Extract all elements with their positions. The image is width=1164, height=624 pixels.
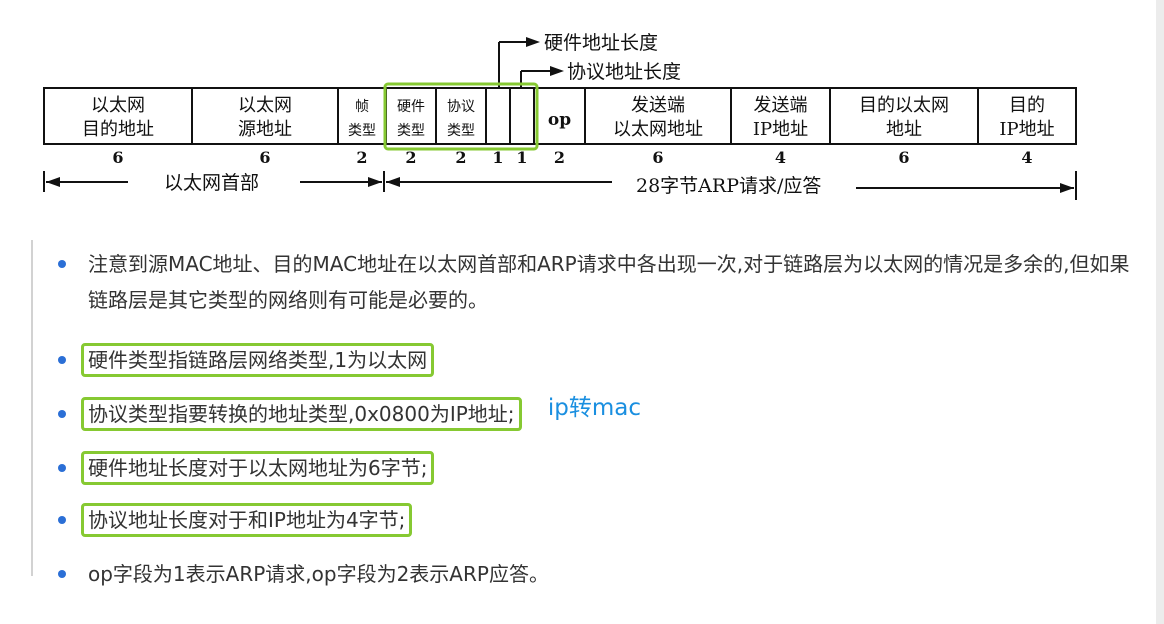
list-item: 硬件类型指链路层网络类型,1为以太网 (56, 342, 1136, 378)
field-label: 以太网 (238, 95, 292, 116)
highlight-arp-fixed-fields (383, 82, 539, 151)
field-label: 类型 (447, 123, 475, 139)
note-text-highlighted: 硬件地址长度对于以太网地址为6字节; (81, 451, 435, 485)
eth-span-arrow-left (46, 177, 60, 187)
field-size: 6 (898, 148, 909, 167)
proto-len-arrowhead (550, 66, 564, 76)
field-label: 目的地址 (82, 119, 154, 140)
field-size: 6 (112, 148, 123, 167)
bullet-dot-icon (58, 410, 66, 418)
field-label: 类型 (397, 123, 425, 139)
arp-frame-diagram: 硬件地址长度 协议地址长度 以太网目的地址以太网源地址帧类型硬件类型协议类型op… (43, 32, 1077, 200)
list-item: 注意到源MAC地址、目的MAC地址在以太网首部和ARP请求中各出现一次,对于链路… (56, 246, 1136, 318)
list-item: 协议地址长度对于和IP地址为4字节; (56, 502, 1136, 538)
note-text: 注意到源MAC地址、目的MAC地址在以太网首部和ARP请求中各出现一次,对于链路… (88, 252, 1130, 312)
list-item: 硬件地址长度对于以太网地址为6字节; (56, 450, 1136, 486)
list-item: op字段为1表示ARP请求,op字段为2表示ARP应答。 (56, 556, 1136, 592)
field-label: 发送端 (631, 95, 685, 116)
bullet-dot-icon (58, 464, 66, 472)
field-size: 2 (554, 148, 565, 167)
frame-box (43, 87, 1077, 145)
note-text: op字段为1表示ARP请求,op字段为2表示ARP应答。 (88, 562, 549, 586)
annotation-ip-to-mac: ip转mac (547, 395, 642, 421)
list-item: 协议类型指要转换的地址类型,0x0800为IP地址; ip转mac (56, 395, 1136, 432)
eth-span-arrow-right (368, 177, 382, 187)
bullet-dot-icon (58, 516, 66, 524)
eth-header-span-label: 以太网首部 (164, 172, 259, 194)
field-label: 发送端 (754, 95, 808, 116)
note-text-highlighted: 协议地址长度对于和IP地址为4字节; (81, 503, 413, 537)
field-label: 目的以太网 (859, 95, 949, 116)
field-label: 以太网地址 (613, 119, 703, 140)
proto-len-label: 协议地址长度 (567, 61, 681, 83)
field-label: 目的 (1009, 95, 1045, 116)
field-label: 硬件 (397, 99, 425, 115)
field-label: 以太网 (91, 95, 145, 116)
field-size: 4 (1021, 148, 1032, 167)
note-text-highlighted: 协议类型指要转换的地址类型,0x0800为IP地址; (81, 397, 522, 431)
field-size: 6 (259, 148, 270, 167)
arp-span-label: 28字节ARP请求/应答 (636, 175, 821, 197)
arp-span-arrow-right (1060, 183, 1074, 193)
note-text-highlighted: 硬件类型指链路层网络类型,1为以太网 (81, 343, 435, 377)
blockquote-bar (31, 240, 33, 576)
field-size: 1 (492, 148, 503, 167)
notes-list: 注意到源MAC地址、目的MAC地址在以太网首部和ARP请求中各出现一次,对于链路… (56, 240, 1136, 592)
field-size: 1 (516, 148, 527, 167)
field-size: 2 (455, 148, 466, 167)
field-label: 帧 (355, 99, 369, 115)
arp-span-arrow-left (386, 177, 400, 187)
field-label: 协议 (447, 99, 475, 115)
hw-len-arrowhead (526, 37, 540, 47)
field-label: 地址 (886, 119, 922, 140)
field-label: 类型 (348, 123, 376, 139)
bullet-dot-icon (58, 356, 66, 364)
field-size: 2 (405, 148, 416, 167)
field-size: 4 (775, 148, 786, 167)
field-size: 6 (652, 148, 663, 167)
field-label: 源地址 (238, 119, 292, 140)
field-label: IP地址 (753, 119, 808, 140)
bullet-dot-icon (58, 260, 66, 268)
field-label: IP地址 (999, 119, 1054, 140)
hw-len-label: 硬件地址长度 (544, 32, 658, 54)
bullet-dot-icon (58, 570, 66, 578)
field-label: op (548, 110, 571, 130)
scrollbar-track[interactable] (1156, 0, 1164, 624)
field-size: 2 (356, 148, 367, 167)
